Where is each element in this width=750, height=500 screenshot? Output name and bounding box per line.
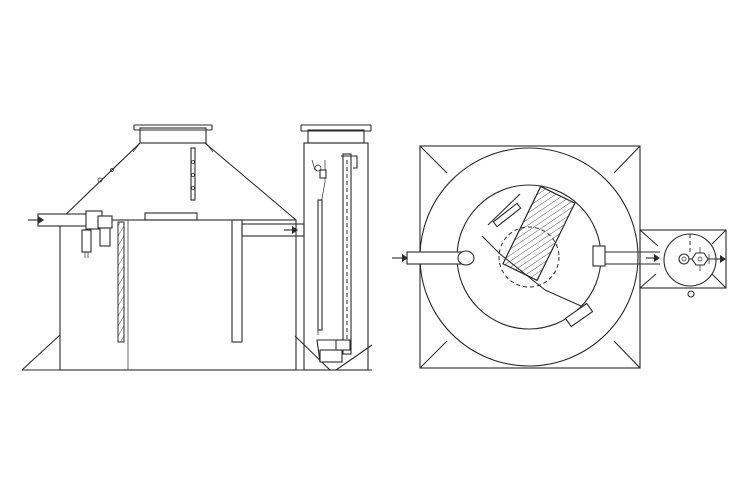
side-elevation-view — [21, 124, 373, 371]
filter-block — [502, 185, 576, 282]
pump-chamber-column — [300, 124, 372, 371]
inlet-pipe-side — [28, 210, 113, 258]
outlet-stub-plan — [592, 245, 606, 267]
outlet-pipe-plan — [605, 251, 660, 265]
pump-valve-icon — [691, 247, 710, 271]
plan-top-view — [392, 145, 727, 369]
inlet-pipe-plan — [392, 250, 475, 266]
manhole-neck-main — [132, 124, 214, 153]
baffle-lines-plan — [481, 193, 594, 328]
pump-chamber-plan — [639, 229, 727, 298]
tank-cover-cone — [59, 142, 297, 221]
outlet-pipe-side — [241, 223, 305, 237]
baffle-plate-hatched — [117, 221, 125, 343]
outlet-arrow-plan-icon — [654, 254, 660, 262]
outlet-arrow-icon — [292, 226, 298, 234]
inlet-arrow-icon — [38, 216, 44, 224]
inlet-arrow-plan-icon — [402, 254, 408, 262]
discharge-arrow-icon — [720, 255, 726, 263]
tank-body — [59, 212, 297, 371]
level-indicator-rod — [190, 147, 196, 201]
